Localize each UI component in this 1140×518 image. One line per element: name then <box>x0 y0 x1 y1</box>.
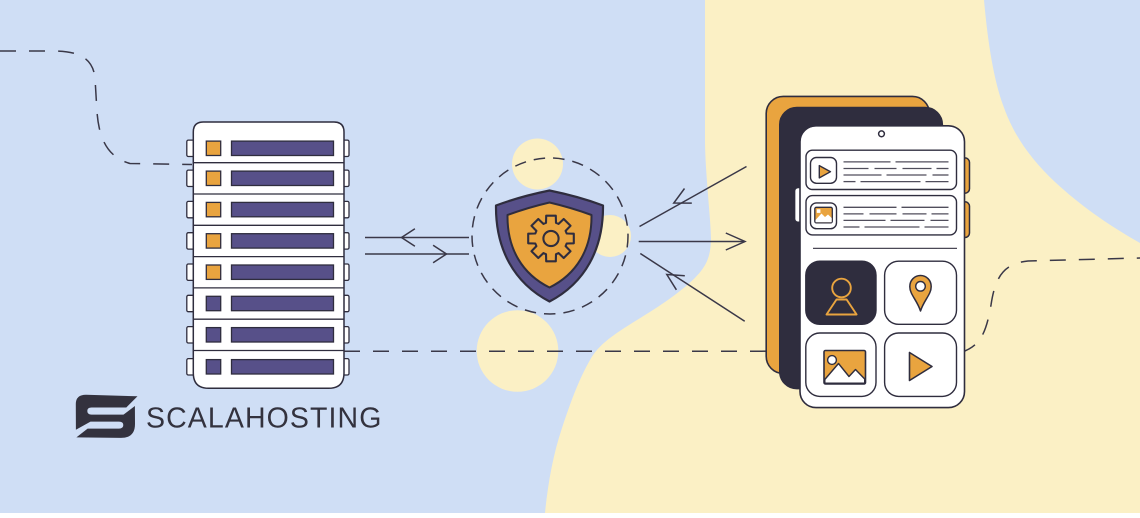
svg-text:SCALAHOSTING: SCALAHOSTING <box>146 403 383 435</box>
